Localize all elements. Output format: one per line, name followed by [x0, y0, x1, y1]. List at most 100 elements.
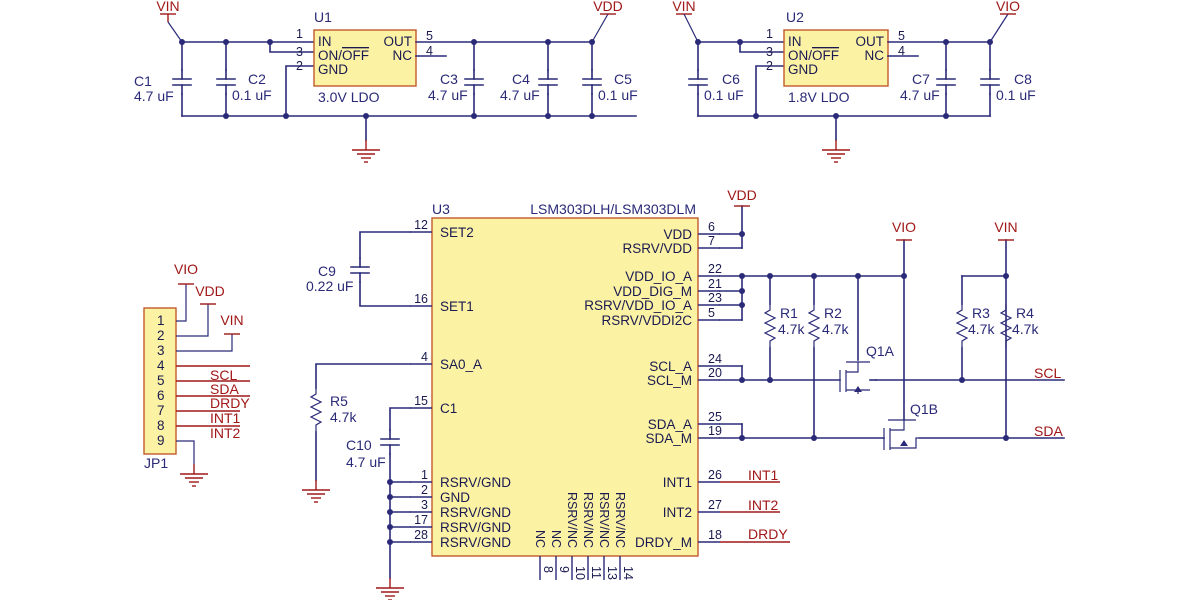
u3-pin-number: 16 [414, 292, 428, 306]
u3-pin-name: RSRV/NC [565, 492, 579, 548]
u3-pin-name: VDD [663, 227, 692, 242]
u3-pin-name: INT1 [663, 475, 692, 490]
u3-pin-name: RSRV/NC [613, 492, 627, 548]
c10-value: 4.7 uF [346, 454, 386, 470]
net-label-int2: INT2 [748, 497, 779, 513]
jp1-pin-num: 3 [157, 343, 165, 358]
u1-pin-nc: NC [393, 48, 413, 63]
net-label-vdd: VDD [727, 187, 757, 203]
u1-pin-gnd: GND [318, 62, 348, 77]
r5-value: 4.7k [330, 409, 357, 425]
c9-ref: C9 [318, 263, 336, 279]
u1-pin-num: 4 [426, 44, 433, 58]
c2-ref: C2 [248, 71, 266, 87]
u3-pin-name: RSRV/NC [581, 492, 595, 548]
u3-pin-number: 24 [708, 352, 722, 366]
r5-ref: R5 [330, 393, 348, 409]
q1a-ref: Q1A [866, 343, 895, 359]
jp1-net-sda: SDA [210, 381, 239, 397]
u3-pin-name: RSRV/GND [440, 475, 511, 490]
net-label-sda: SDA [1034, 423, 1063, 439]
net-label-vdd: VDD [593, 0, 623, 14]
u3-pin-number: 7 [708, 234, 715, 248]
u3-pin-name: RSRV/VDD_IO_A [584, 298, 692, 313]
c3-ref: C3 [440, 71, 458, 87]
net-label-vio: VIO [892, 219, 916, 235]
c5-value: 0.1 uF [598, 87, 638, 103]
u1-pin-out: OUT [384, 34, 413, 49]
u2-pin-num: 3 [766, 45, 773, 59]
u3-pin-name: RSRV/GND [440, 505, 511, 520]
jp1-net-drdy: DRDY [210, 395, 250, 411]
header-jp1: JP1 1 2 3 4 5 6 7 8 9 VIO VDD VIN SCL SD… [143, 261, 250, 487]
u3-pin-name: SDA_A [648, 417, 692, 432]
q1b-ref: Q1B [910, 401, 938, 417]
r2-value: 4.7k [822, 321, 849, 337]
c1-ref: C1 [134, 73, 152, 89]
u3-pin-8: 8NC [533, 530, 555, 580]
u3-pin-number: 1 [421, 468, 428, 482]
u1-pin-num: 5 [426, 29, 433, 43]
net-label-vio: VIO [996, 0, 1020, 14]
u1-pin-num: 1 [296, 27, 303, 41]
u3-pin-number: 28 [414, 528, 428, 542]
c2-value: 0.1 uF [232, 87, 272, 103]
net-label-vin: VIN [156, 0, 179, 14]
u3-pin-name: RSRV/NC [597, 492, 611, 548]
net-label-vdd: VDD [195, 283, 225, 299]
u3-pin-number: 23 [708, 291, 722, 305]
jp1-pin-num: 5 [157, 373, 165, 388]
c5-ref: C5 [614, 71, 632, 87]
r3-ref: R3 [972, 305, 990, 321]
r4-ref: R4 [1016, 305, 1034, 321]
c9-value: 0.22 uF [306, 278, 353, 294]
u2-pin-num: 2 [766, 59, 773, 73]
u3-pin-name: SDA_M [645, 431, 692, 446]
u1-pin-in: IN [318, 34, 332, 49]
c6-value: 0.1 uF [704, 87, 744, 103]
u2-pin-nc: NC [865, 48, 885, 63]
jp1-pin-num: 2 [157, 328, 165, 343]
u2-pin-out: OUT [856, 34, 885, 49]
u3-pin-number: 17 [414, 513, 428, 527]
u3-pin-name: VDD_IO_A [625, 269, 692, 284]
u3-pin-name: SCL_A [649, 359, 692, 374]
u3-pin-name: SET2 [440, 225, 474, 240]
u3-pin-9: 9NC [549, 530, 571, 580]
u3-pin-number: 26 [708, 468, 722, 482]
u2-pin-in: IN [788, 34, 802, 49]
u3-pin-number: 15 [414, 394, 428, 408]
u3-pin-name: DRDY_M [635, 535, 692, 550]
c4-value: 4.7 uF [500, 87, 540, 103]
r2-ref: R2 [824, 305, 842, 321]
jp1-ref: JP1 [144, 455, 168, 471]
u1-pin-num: 2 [296, 59, 303, 73]
r4-value: 4.7k [1012, 321, 1039, 337]
jp1-pin-num: 8 [157, 418, 165, 433]
c7-value: 4.7 uF [900, 87, 940, 103]
u3-bottom-pins: 8NC9NC10RSRV/NC11RSRV/NC13RSRV/NC14RSRV/… [533, 492, 635, 580]
u3-pin-name: C1 [440, 401, 457, 416]
u3-pin-number: 6 [708, 220, 715, 234]
jp1-pin-num: 4 [157, 358, 165, 373]
u2-pin-num: 4 [898, 44, 905, 58]
